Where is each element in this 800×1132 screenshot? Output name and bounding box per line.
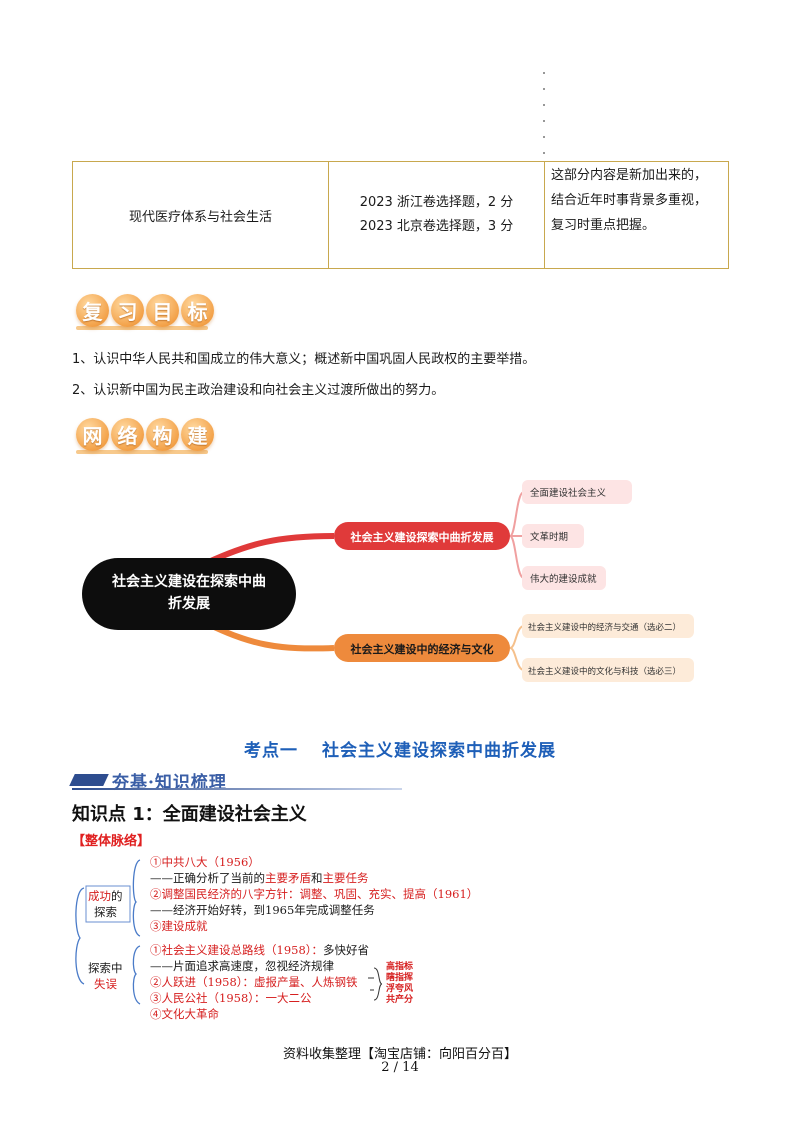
leaf-node xyxy=(522,658,694,682)
badge-char: 复 xyxy=(76,294,109,327)
branch2-label: 社会主义建设中的经济与文化 xyxy=(350,642,494,656)
outline-diagram: 成功的 探索 ①中共八大（1956） ——正确分析了当前的主要矛盾和主要任务 ②… xyxy=(70,850,478,1021)
mind-map: 社会主义建设在探索中曲 折发展 社会主义建设探索中曲折发展 全面建设社会主义 文… xyxy=(82,480,694,682)
leaf-node xyxy=(522,614,694,638)
exam-line: 2023 北京卷选择题，3 分 xyxy=(359,219,514,234)
leaf-node xyxy=(522,480,632,504)
badge-char: 构 xyxy=(146,418,179,451)
outline-line: ③建设成就 xyxy=(150,919,208,933)
leaf-label: 社会主义建设中的经济与交通（选必二） xyxy=(528,622,681,633)
knowledge-banner: 夯基·知识梳理 xyxy=(69,768,402,793)
section-label: 考点一 xyxy=(244,741,298,761)
overall-label: 【整体脉络】 xyxy=(72,834,151,849)
section-title-text: 社会主义建设探索中曲折发展 xyxy=(322,741,556,761)
success-label-line2: 探索 xyxy=(94,905,117,919)
side-note: 高指标 瞎指挥 浮夸风 共产分 xyxy=(386,962,414,1005)
exam-cell: 2023 浙江卷选择题，2 分 2023 北京卷选择题，3 分 xyxy=(328,161,545,269)
leaf-node xyxy=(522,524,584,548)
badge-char: 习 xyxy=(111,294,144,327)
leaf-connector xyxy=(509,491,525,537)
review-goal-item: 2、认识新中国为民主政治建设和向社会主义过渡所做出的努力。 xyxy=(72,383,445,398)
footer-text: 资料收集整理【淘宝店铺：向阳百分百】 xyxy=(282,1047,517,1062)
leaf-label: 社会主义建设中的文化与科技（选必三） xyxy=(528,666,681,677)
branch2-node xyxy=(334,634,510,662)
network-badge: 网 络 构 建 xyxy=(76,418,214,451)
outline-line: ①社会主义建设总路线（1958）：多快好省 xyxy=(150,943,370,957)
outline-line: ③人民公社（1958）：一大二公 xyxy=(150,991,312,1005)
dotted-marks xyxy=(543,72,547,168)
topic-cell: 现代医疗体系与社会生活 xyxy=(72,161,329,269)
section-title: 考点一 社会主义建设探索中曲折发展 xyxy=(0,736,800,761)
exam-table: 现代医疗体系与社会生活 2023 浙江卷选择题，2 分 2023 北京卷选择题，… xyxy=(72,161,729,269)
leaf-connector xyxy=(509,647,525,671)
outline-line: ——正确分析了当前的主要矛盾和主要任务 xyxy=(150,871,369,885)
leaf-connector xyxy=(509,625,525,649)
outline-line: ——片面追求高速度，忽视经济规律 xyxy=(150,959,334,973)
knowledge-point-title: 知识点 1：全面建设社会主义 xyxy=(72,804,307,825)
note-line: 复习时重点把握。 xyxy=(551,218,656,233)
outline-brackets xyxy=(75,859,383,1005)
central-node xyxy=(82,558,296,630)
badge-underline xyxy=(76,326,208,330)
exam-line: 2023 浙江卷选择题，2 分 xyxy=(359,195,514,210)
leaf-connector xyxy=(509,535,525,579)
badge-char: 标 xyxy=(181,294,214,327)
note-line: 结合近年时事背景多重视， xyxy=(551,193,708,208)
central-node-text: 折发展 xyxy=(168,595,210,612)
outline-line: ②调整国民经济的八字方针：调整、巩固、充实、提高（1961） xyxy=(150,887,479,901)
leaf-label: 伟大的建设成就 xyxy=(530,573,597,585)
failure-label-line2: 失误 xyxy=(94,977,117,991)
leaf-label: 文革时期 xyxy=(530,531,568,543)
branch1-node xyxy=(334,522,510,550)
branch1-label: 社会主义建设探索中曲折发展 xyxy=(350,530,495,544)
success-label: 成功的 xyxy=(88,889,123,903)
badge-char: 网 xyxy=(76,418,109,451)
outline-line: ①中共八大（1956） xyxy=(150,855,260,869)
badge-char: 目 xyxy=(146,294,179,327)
badge-underline xyxy=(76,450,208,454)
banner-rule xyxy=(72,788,402,790)
leaf-label: 全面建设社会主义 xyxy=(530,487,607,499)
note-line: 这部分内容是新加出来的， xyxy=(551,168,708,183)
table-row: 现代医疗体系与社会生活 2023 浙江卷选择题，2 分 2023 北京卷选择题，… xyxy=(72,161,729,269)
outline-line: ——经济开始好转，到1965年完成调整任务 xyxy=(150,903,375,917)
note-cell: 这部分内容是新加出来的， 结合近年时事背景多重视， 复习时重点把握。 xyxy=(544,161,729,269)
banner-bar xyxy=(69,774,109,786)
badge-char: 建 xyxy=(181,418,214,451)
central-node-text: 社会主义建设在探索中曲 xyxy=(111,573,266,590)
page-number: 2 / 14 xyxy=(381,1060,419,1075)
leaf-node xyxy=(522,566,606,590)
outline-line: ②人跃进（1958）：虚报产量、人炼钢铁 xyxy=(150,975,358,989)
review-goal-item: 1、认识中华人民共和国成立的伟大意义；概述新中国巩固人民政权的主要举措。 xyxy=(72,352,536,367)
review-goals-badge: 复 习 目 标 xyxy=(76,294,214,327)
badge-char: 络 xyxy=(111,418,144,451)
outline-line: ④文化大革命 xyxy=(150,1007,219,1021)
failure-label: 探索中 xyxy=(88,961,123,975)
